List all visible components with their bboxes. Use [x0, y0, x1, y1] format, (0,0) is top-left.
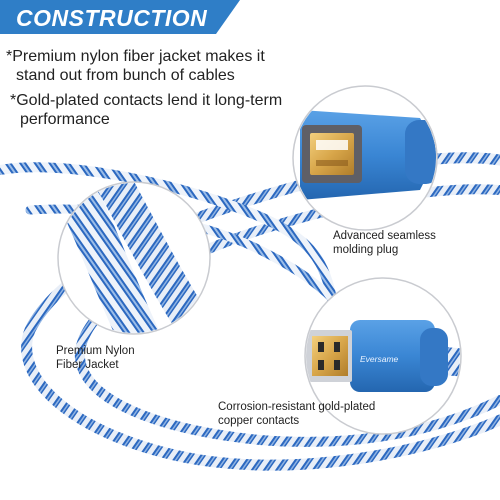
bullet-nylon-jacket: *Premium nylon fiber jacket makes it sta…: [6, 47, 265, 85]
callout-molding-line1: Advanced seamless: [333, 230, 436, 242]
construction-banner: [0, 0, 240, 34]
callout-molding-line2: molding plug: [333, 244, 399, 256]
callout-contacts-line1: Corrosion-resistant gold-plated: [218, 401, 376, 413]
nylon-jacket-detail: [57, 181, 211, 335]
bullet-nylon-line1: *Premium nylon fiber jacket makes it: [6, 48, 265, 65]
bullet-gold-contacts: *Gold-plated contacts lend it long-term …: [10, 91, 282, 129]
callout-jacket-line1: Premium Nylon: [56, 345, 135, 357]
bullet-gold-line1: *Gold-plated contacts lend it long-term: [10, 92, 283, 109]
plug-brand-label: Eversame: [360, 354, 399, 364]
callout-jacket-line2: Fiber Jacket: [56, 359, 119, 371]
bullet-gold-line2: performance: [20, 111, 110, 128]
banner-title: CONSTRUCTION: [16, 5, 208, 31]
gold-contacts-detail: Eversame: [304, 277, 462, 435]
molding-plug-detail: [292, 85, 438, 231]
callout-gold-contacts: Corrosion-resistant gold-plated copper c…: [218, 400, 375, 428]
callout-nylon-jacket: Premium Nylon Fiber Jacket: [56, 344, 135, 372]
bullet-nylon-line2: stand out from bunch of cables: [16, 67, 235, 84]
callout-contacts-line2: copper contacts: [218, 415, 300, 427]
callout-molding-plug: Advanced seamless molding plug: [333, 229, 436, 257]
